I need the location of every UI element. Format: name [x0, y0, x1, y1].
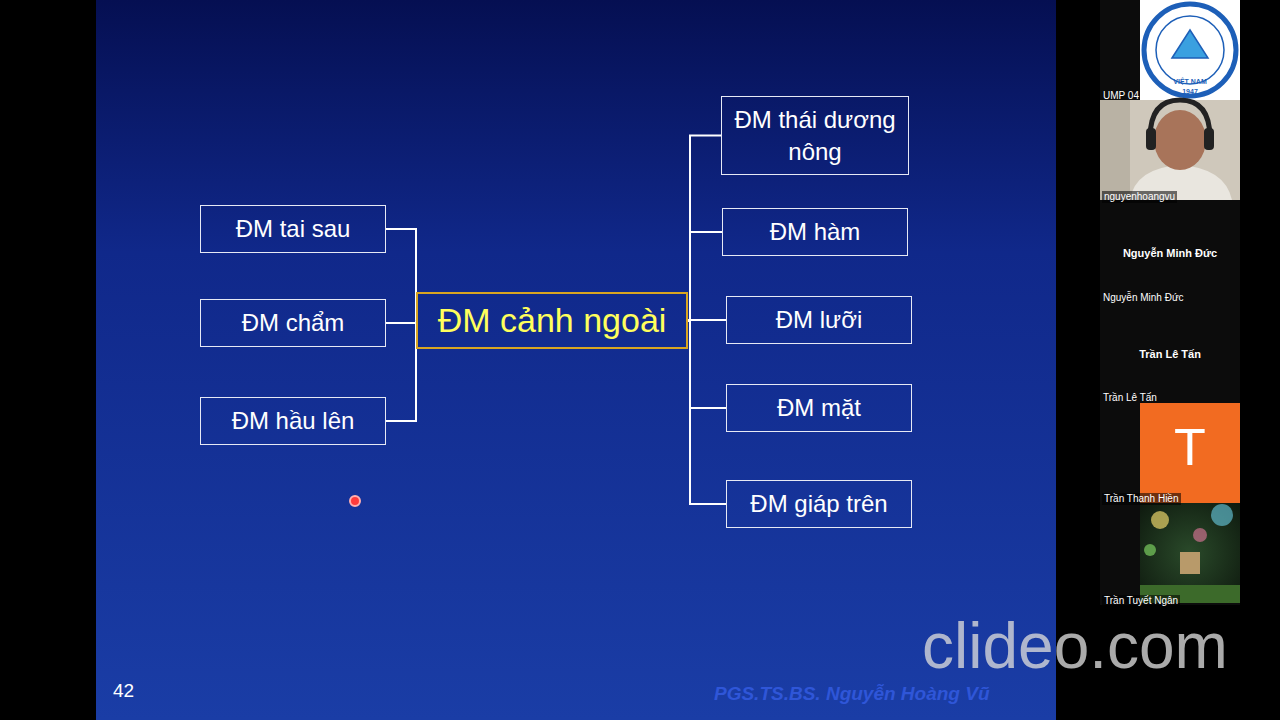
branch-box: ĐM hàm — [722, 208, 908, 256]
tile-name-box: Trần Tuyết Ngân — [1102, 590, 1180, 608]
author-credit: PGS.TS.BS. Nguyễn Hoàng Vũ — [714, 683, 990, 705]
cursor-dot — [350, 496, 360, 506]
box-label: ĐM tai sau — [236, 213, 351, 244]
tile-name-box: nguyenhoangvu — [1102, 186, 1177, 204]
logo-text-box: VIỆT NAM — [1150, 70, 1230, 88]
slide-number: 42 — [113, 680, 134, 702]
logo-emblem — [1172, 30, 1208, 58]
bracket-connector — [386, 321, 416, 422]
bracket-connector — [688, 321, 726, 505]
participant-name-box: Trần Lê Tấn — [1100, 344, 1240, 362]
avatar-letter-box: T — [1140, 418, 1240, 478]
tile-name-box: Trần Lê Tấn — [1103, 387, 1157, 405]
bokeh-dot — [1193, 528, 1207, 542]
bracket-connector — [386, 321, 416, 324]
branch-box: ĐM mặt — [726, 384, 912, 432]
tile-name: nguyenhoangvu — [1102, 191, 1177, 203]
logo-inner-ring — [1156, 16, 1224, 84]
bokeh-dot — [1144, 544, 1156, 556]
tile-name: Trần Lê Tấn — [1103, 392, 1157, 404]
box-label: ĐM mặt — [777, 392, 861, 423]
tile-name-box: UMP 04 — [1103, 85, 1139, 103]
tile-name: Nguyễn Minh Đức — [1103, 292, 1184, 304]
bracket-connector — [688, 232, 722, 321]
logo-year-box: 1947 — [1150, 80, 1230, 98]
root-box: ĐM cảnh ngoài — [416, 292, 688, 349]
tile-name: Trần Tuyết Ngân — [1102, 595, 1180, 607]
logo-year: 1947 — [1182, 88, 1198, 96]
bokeh-dot — [1211, 504, 1233, 526]
watermark-box: clideo.com — [922, 610, 1228, 684]
headphone-left — [1146, 128, 1156, 150]
sidebar-ground — [1100, 0, 1240, 605]
logo-ring — [1144, 4, 1236, 96]
branch-box: ĐM giáp trên — [726, 480, 912, 528]
headphones — [1150, 100, 1210, 138]
branch-box: ĐM chẩm — [200, 299, 386, 347]
branch-box: ĐM thái dương nông — [721, 96, 909, 175]
slide-number-box: 42 — [113, 680, 134, 702]
box-label: ĐM giáp trên — [750, 488, 887, 519]
box-label: ĐM hàm — [770, 216, 861, 247]
logo-text: VIỆT NAM — [1173, 78, 1206, 86]
bracket-connector — [688, 321, 726, 409]
bracket-connector — [386, 229, 416, 321]
bracket-connector — [688, 319, 726, 322]
branch-box: ĐM tai sau — [200, 205, 386, 253]
box-label: ĐM cảnh ngoài — [438, 300, 667, 341]
logo-tile — [1140, 0, 1240, 100]
branch-box: ĐM lưỡi — [726, 296, 912, 344]
participant-name: Nguyễn Minh Đức — [1123, 247, 1217, 260]
slide-ground — [96, 0, 1056, 720]
photo-figure — [1180, 552, 1200, 574]
avatar-letter: T — [1174, 418, 1206, 478]
photo-tile — [1140, 503, 1240, 603]
bracket-connector — [688, 136, 721, 321]
participant-name: Trần Lê Tấn — [1139, 348, 1201, 361]
participant-name-box: Nguyễn Minh Đức — [1100, 243, 1240, 261]
video-wall — [1100, 100, 1130, 200]
tile-name-box: Nguyễn Minh Đức — [1103, 287, 1184, 305]
branch-box: ĐM hầu lên — [200, 397, 386, 445]
box-label: ĐM thái dương nông — [732, 104, 898, 166]
video-tile — [1100, 100, 1240, 200]
headphone-right — [1204, 128, 1214, 150]
author-credit-box: PGS.TS.BS. Nguyễn Hoàng Vũ — [714, 683, 990, 705]
tile-name: Trần Thanh Hiền — [1102, 493, 1181, 505]
avatar-tile — [1140, 403, 1240, 503]
tile-name-box: Trần Thanh Hiền — [1102, 488, 1181, 506]
box-label: ĐM hầu lên — [232, 405, 355, 436]
person-head — [1154, 110, 1206, 170]
bokeh-dot — [1151, 511, 1169, 529]
tile-name: UMP 04 — [1103, 90, 1139, 102]
box-label: ĐM lưỡi — [776, 304, 862, 335]
box-label: ĐM chẩm — [242, 307, 345, 338]
watermark: clideo.com — [922, 610, 1228, 684]
